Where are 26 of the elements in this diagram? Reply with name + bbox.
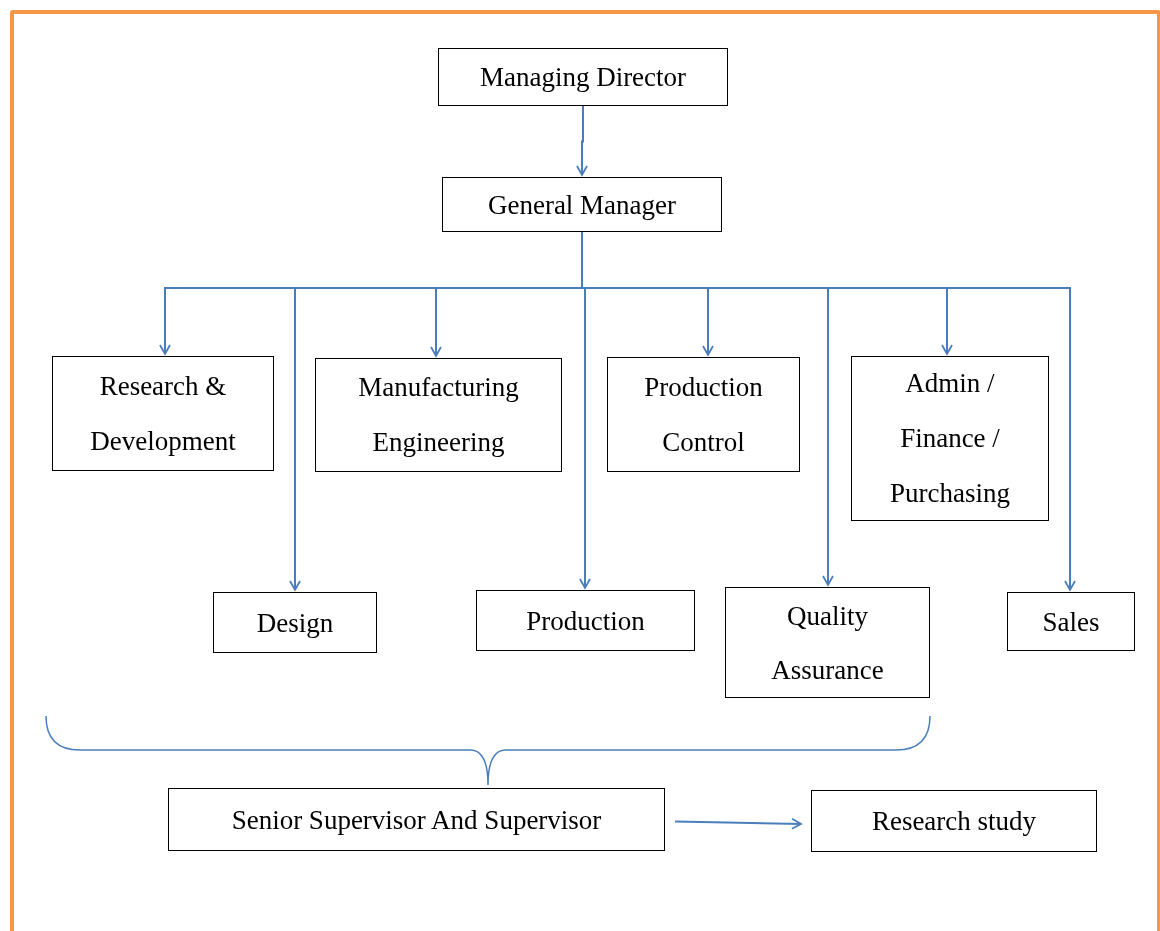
- org-box: [476, 590, 695, 651]
- org-box: [168, 788, 665, 851]
- org-box: [725, 587, 930, 698]
- connector-arrow: [674, 817, 802, 830]
- box-label: Managing Director: [479, 61, 687, 94]
- org-box: [851, 356, 1049, 521]
- org-box: [438, 48, 728, 106]
- box-label: Sales: [1042, 605, 1100, 639]
- org-box: [315, 358, 562, 472]
- org-box: [1007, 592, 1135, 651]
- connector-arrow: [576, 105, 588, 176]
- org-box: [52, 356, 274, 471]
- box-label: Research study: [871, 805, 1037, 838]
- org-box: [213, 592, 377, 653]
- box-label: Production: [526, 604, 645, 638]
- box-label: Design: [256, 606, 334, 640]
- box-label: General Manager: [487, 188, 677, 222]
- org-box: [442, 177, 722, 232]
- box-label: Manufacturing Engineering: [357, 371, 520, 459]
- box-label: Quality Assurance: [770, 599, 885, 687]
- org-box: [811, 790, 1097, 852]
- box-label: Production Control: [643, 370, 764, 459]
- org-box: [607, 357, 800, 472]
- box-label: Research & Development: [89, 369, 237, 458]
- box-label: Senior Supervisor And Supervisor: [231, 803, 602, 837]
- box-label: Admin / Finance / Purchasing: [889, 367, 1011, 510]
